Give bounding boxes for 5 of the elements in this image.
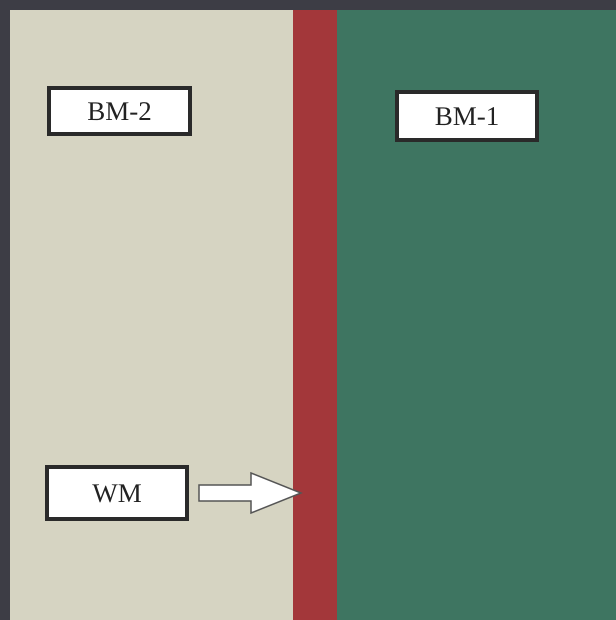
layer-bar: [293, 10, 337, 620]
label-box: WM: [45, 465, 189, 521]
label-box: BM-2: [47, 86, 192, 136]
label-box: BM-1: [395, 90, 539, 142]
block-arrow: [198, 472, 304, 514]
